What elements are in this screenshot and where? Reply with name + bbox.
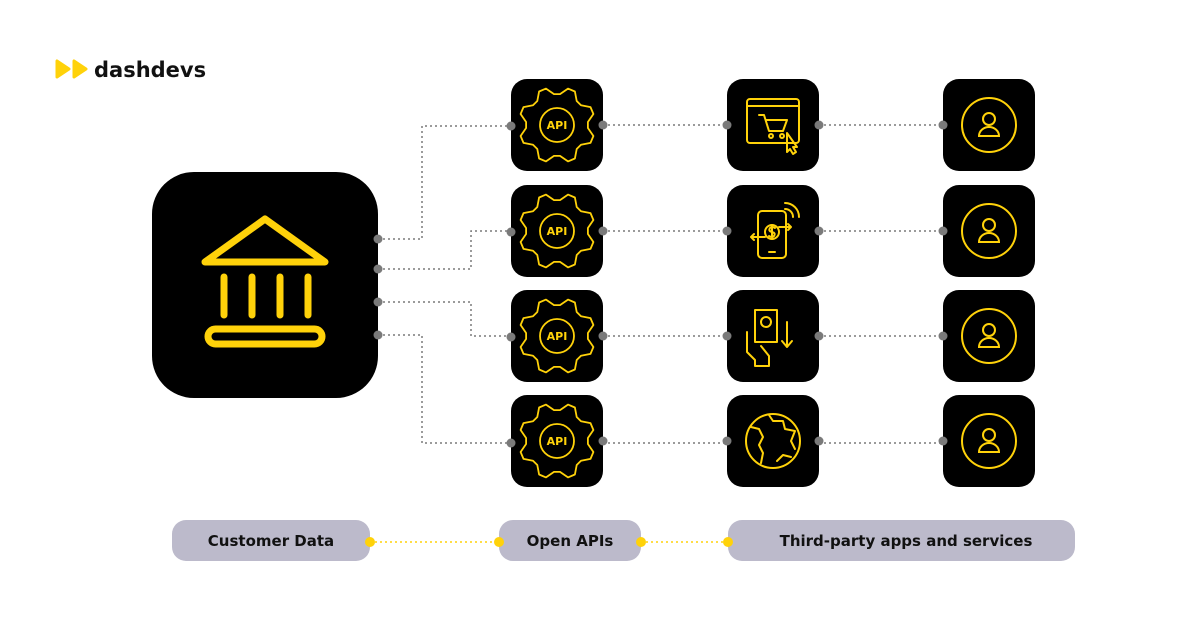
third-party-app-box bbox=[727, 185, 819, 277]
connector-dot bbox=[938, 120, 948, 130]
connector-dot bbox=[506, 438, 516, 448]
bank-icon bbox=[201, 215, 329, 348]
connector-dot bbox=[814, 436, 824, 446]
logo-text: dashdevs bbox=[94, 58, 206, 82]
user-box bbox=[943, 185, 1035, 277]
third-party-app-box bbox=[727, 395, 819, 487]
connectors bbox=[378, 124, 943, 444]
connector-dot bbox=[636, 537, 646, 547]
mobile-payment-icon bbox=[750, 202, 800, 259]
user-box bbox=[943, 395, 1035, 487]
connector-dot bbox=[598, 226, 608, 236]
dashdevs-logo: dashdevs bbox=[55, 58, 206, 82]
api-label: API bbox=[547, 119, 568, 132]
connector-dot bbox=[494, 537, 504, 547]
connector-dot bbox=[598, 331, 608, 341]
customer-data-bank-box bbox=[152, 172, 378, 398]
third-party-app-box bbox=[727, 79, 819, 171]
connector-dot bbox=[365, 537, 375, 547]
connector-dot bbox=[938, 436, 948, 446]
connector-dot bbox=[598, 436, 608, 446]
open-api-box: API bbox=[511, 79, 603, 171]
connector-dot bbox=[722, 226, 732, 236]
user-icon bbox=[961, 413, 1017, 469]
legend-label: Customer Data bbox=[208, 532, 334, 550]
connector-dot bbox=[722, 436, 732, 446]
api-gear-icon bbox=[519, 403, 595, 479]
globe-icon bbox=[745, 413, 801, 469]
connector-dot bbox=[722, 331, 732, 341]
legend-label: Third-party apps and services bbox=[780, 532, 1033, 550]
connector-dot bbox=[938, 331, 948, 341]
connector-dot bbox=[722, 120, 732, 130]
api-gear-icon bbox=[519, 193, 595, 269]
open-api-box: API bbox=[511, 395, 603, 487]
api-gear-icon bbox=[519, 298, 595, 374]
legend-pill-customer-data: Customer Data bbox=[172, 520, 370, 561]
third-party-app-box bbox=[727, 290, 819, 382]
connector-dot bbox=[598, 120, 608, 130]
api-label: API bbox=[547, 225, 568, 238]
user-box bbox=[943, 290, 1035, 382]
legend-label: Open APIs bbox=[527, 532, 614, 550]
connector-dot bbox=[814, 331, 824, 341]
connector-line bbox=[378, 301, 511, 337]
diagram-rows: API API API API bbox=[373, 79, 1035, 487]
diagram-row: API bbox=[506, 290, 1035, 382]
connector-dot bbox=[373, 330, 383, 340]
connector-dot bbox=[373, 234, 383, 244]
legend-pill-third-party: Third-party apps and services bbox=[728, 520, 1075, 561]
connector-dot bbox=[506, 332, 516, 342]
diagram-row: API bbox=[506, 395, 1035, 487]
user-icon bbox=[961, 97, 1017, 153]
open-api-box: API bbox=[511, 185, 603, 277]
legend: Customer Data Open APIs Third-party apps… bbox=[172, 520, 1075, 561]
user-icon bbox=[961, 203, 1017, 259]
connector-line bbox=[378, 125, 511, 240]
connector-dot bbox=[373, 264, 383, 274]
connector-dot bbox=[506, 121, 516, 131]
api-label: API bbox=[547, 435, 568, 448]
logo-play-icon bbox=[72, 59, 88, 79]
diagram-row: API bbox=[506, 79, 1035, 171]
atm-cash-withdrawal-icon bbox=[746, 309, 793, 367]
open-api-box: API bbox=[511, 290, 603, 382]
online-shop-cart-icon bbox=[746, 98, 800, 155]
connector-dot bbox=[814, 226, 824, 236]
connector-dot bbox=[938, 226, 948, 236]
api-gear-icon bbox=[519, 87, 595, 163]
logo-play-icon bbox=[55, 59, 71, 79]
connector-dot bbox=[373, 297, 383, 307]
connector-dot bbox=[506, 227, 516, 237]
connector-line bbox=[378, 334, 511, 444]
api-label: API bbox=[547, 330, 568, 343]
user-box bbox=[943, 79, 1035, 171]
diagram-row: API bbox=[506, 185, 1035, 277]
connector-dot bbox=[814, 120, 824, 130]
legend-pill-open-apis: Open APIs bbox=[499, 520, 641, 561]
user-icon bbox=[961, 308, 1017, 364]
connector-line bbox=[378, 230, 511, 270]
connector-dot bbox=[723, 537, 733, 547]
